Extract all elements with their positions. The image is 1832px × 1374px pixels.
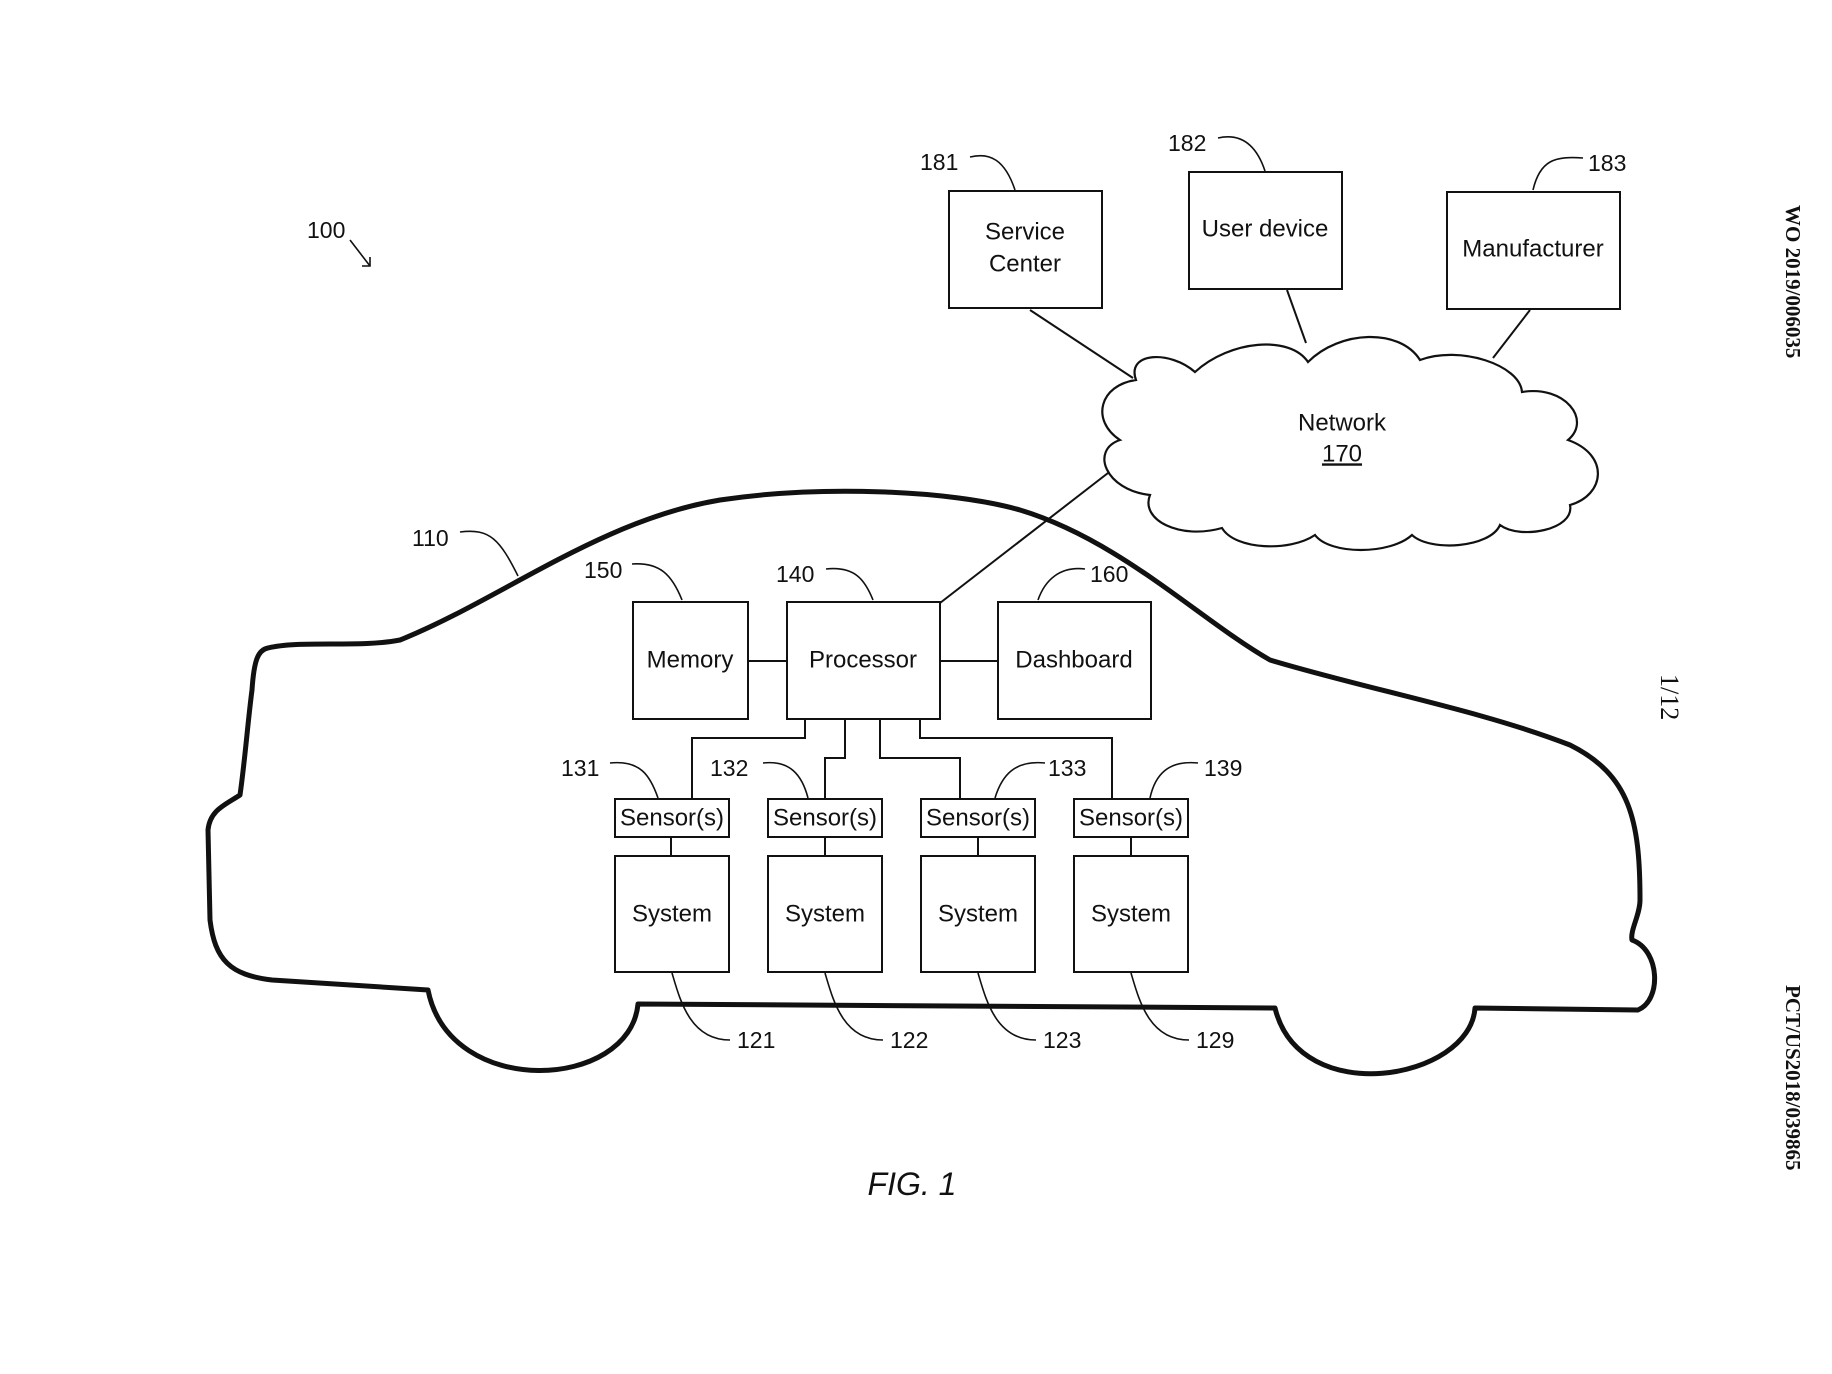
link-userdevice-network [1286,289,1307,344]
sensor-box-132 [767,798,883,838]
manufacturer-label: Manufacturer [1462,235,1603,262]
sensor-box-139 [1073,798,1189,838]
leader-110 [459,530,519,577]
leader-181 [969,154,1016,191]
bus-sensor-139 [919,718,1113,799]
memory-label: Memory [647,646,734,673]
link-processor-network [939,472,1109,604]
network-ref: 170 [1322,440,1362,467]
ref-181: 181 [920,149,958,175]
leader-122 [824,972,884,1041]
leader-140 [825,567,874,601]
publication-number: WO 2019/006035 [1781,205,1805,358]
leader-160 [1037,567,1086,601]
vehicle-outline [205,488,1658,1077]
bus-sensor-133 [879,718,961,799]
system-box-123 [920,855,1036,973]
arrow-100-head [362,257,371,267]
leader-150 [631,563,683,601]
sensor-label-132: Sensor(s) [773,804,877,831]
application-number: PCT/US2018/039865 [1781,985,1805,1171]
system-box-121 [614,855,730,973]
leader-129 [1130,972,1190,1041]
leader-121 [671,972,731,1041]
ref-131: 131 [561,755,599,781]
leader-lines [349,136,1584,1041]
service-center-label-line1: Service [985,218,1065,245]
processor-box [786,601,941,720]
sensor-box-131 [614,798,730,838]
ref-133: 133 [1048,755,1086,781]
ref-140: 140 [776,561,814,587]
leader-182 [1217,136,1266,172]
leader-132 [762,761,809,799]
network-cloud [1101,335,1599,551]
ref-160: 160 [1090,561,1128,587]
service-center-box [948,190,1103,309]
leader-131 [609,761,659,799]
leader-139 [1149,761,1199,799]
dashboard-label: Dashboard [1015,646,1132,673]
ref-122: 122 [890,1027,928,1053]
system-box-122 [767,855,883,973]
ref-100: 100 [307,217,345,243]
memory-box [632,601,749,720]
system-box-129 [1073,855,1189,973]
processor-label: Processor [809,646,917,673]
leader-183 [1532,156,1584,191]
sensor-label-131: Sensor(s) [620,804,724,831]
system-label-121: System [632,900,712,927]
ref-110: 110 [412,525,449,551]
user-device-box [1188,171,1343,290]
sheet-number: 1/12 [1655,674,1684,720]
sensor-label-133: Sensor(s) [926,804,1030,831]
ref-123: 123 [1043,1027,1081,1053]
sensor-label-139: Sensor(s) [1079,804,1183,831]
bus-sensor-131 [691,718,806,799]
ref-132: 132 [710,755,748,781]
link-service-network [1029,309,1134,379]
system-label-129: System [1091,900,1171,927]
leader-133 [994,761,1046,799]
ref-121: 121 [737,1027,775,1053]
ref-183: 183 [1588,150,1626,176]
sensor-box-133 [920,798,1036,838]
ref-139: 139 [1204,755,1242,781]
bus-sensor-132 [824,718,846,799]
ref-150: 150 [584,557,622,583]
service-center-label-line2: Center [989,250,1061,277]
user-device-label: User device [1202,215,1329,242]
leader-123 [977,972,1037,1041]
ref-182: 182 [1168,130,1206,156]
arrow-100-shaft [349,239,371,267]
link-manufacturer-network [1492,309,1531,359]
ref-129: 129 [1196,1027,1234,1053]
manufacturer-box [1446,191,1621,310]
connections [670,289,1531,856]
figure-caption: FIG. 1 [868,1166,957,1202]
network-label: Network [1298,409,1387,436]
dashboard-box [997,601,1152,720]
system-label-122: System [785,900,865,927]
system-label-123: System [938,900,1018,927]
